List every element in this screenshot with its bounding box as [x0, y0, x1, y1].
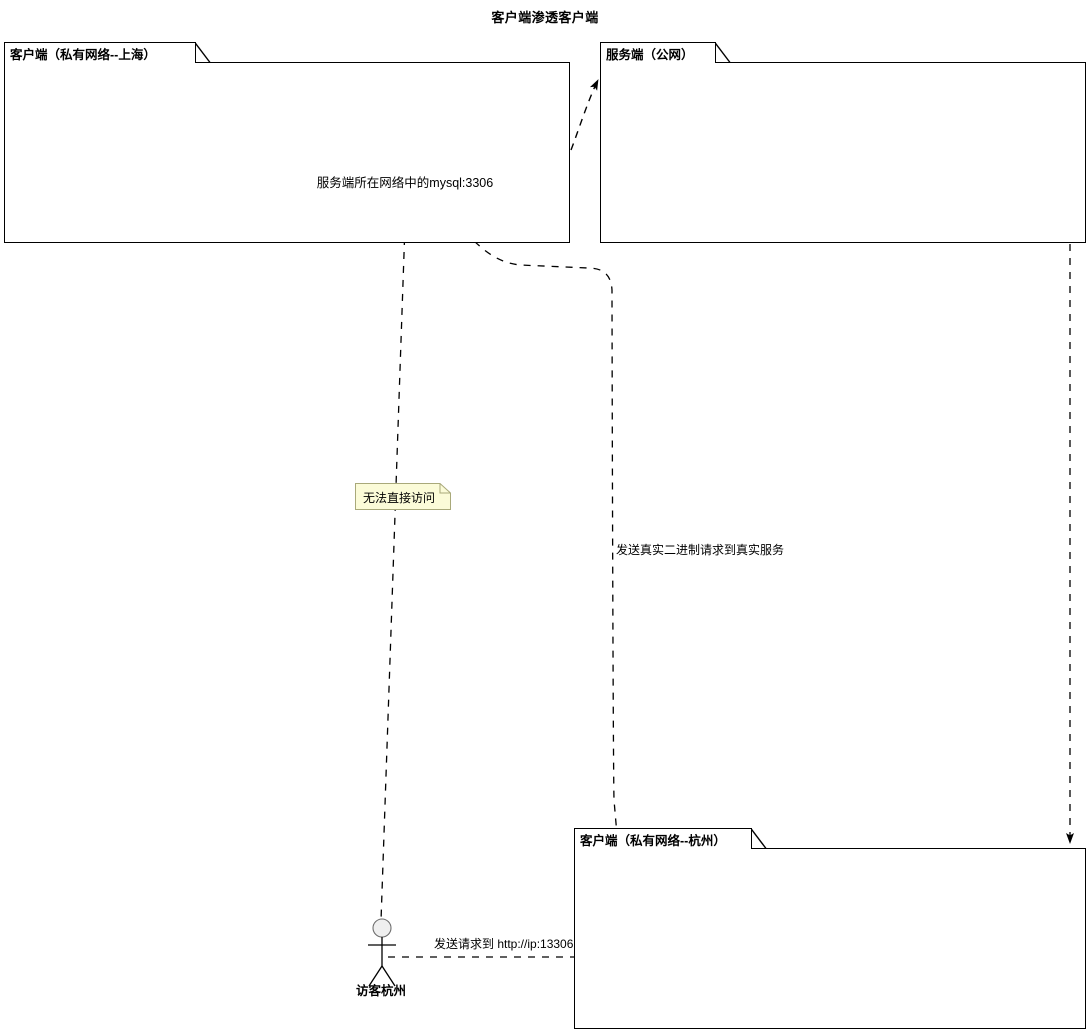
edge-mysql-to-actor: [380, 195, 407, 922]
diagram-title: 客户端渗透客户端: [491, 10, 599, 25]
edge-label-binary-request: 发送真实二进制请求到真实服务: [616, 543, 785, 557]
package-label: 服务端（公网）: [606, 48, 694, 62]
package-label: 客户端（私有网络--杭州）: [580, 834, 726, 848]
package-client-hangzhou[interactable]: 客户端（私有网络--杭州） 客户端端口 客户端开放端口:13306 默认UI页面…: [574, 828, 1086, 1029]
package-body: [600, 62, 1086, 243]
actor-visitor-hangzhou[interactable]: 访客杭州: [356, 918, 406, 1008]
package-client-shanghai[interactable]: 客户端（私有网络--上海） 上海客户端端口 上海默认UI页面端口:6004: [4, 42, 570, 243]
package-body: [574, 848, 1086, 1029]
package-label: 客户端（私有网络--上海）: [10, 48, 156, 62]
note-label: 无法直接访问: [363, 491, 436, 505]
package-body: [4, 62, 570, 243]
package-server-public[interactable]: 服务端（公网） 服务端开放端口 默认UI页面端口:6001 默认tcp端口:70…: [600, 42, 1086, 243]
database-label: 服务端所在网络中的mysql:3306: [316, 176, 494, 190]
edge-label-send-request-http: 发送请求到 http://ip:13306: [434, 937, 574, 951]
actor-label: 访客杭州: [355, 984, 406, 998]
note-cannot-access-directly[interactable]: 无法直接访问: [355, 483, 451, 510]
edge-shanghai-to-server: [570, 79, 599, 151]
